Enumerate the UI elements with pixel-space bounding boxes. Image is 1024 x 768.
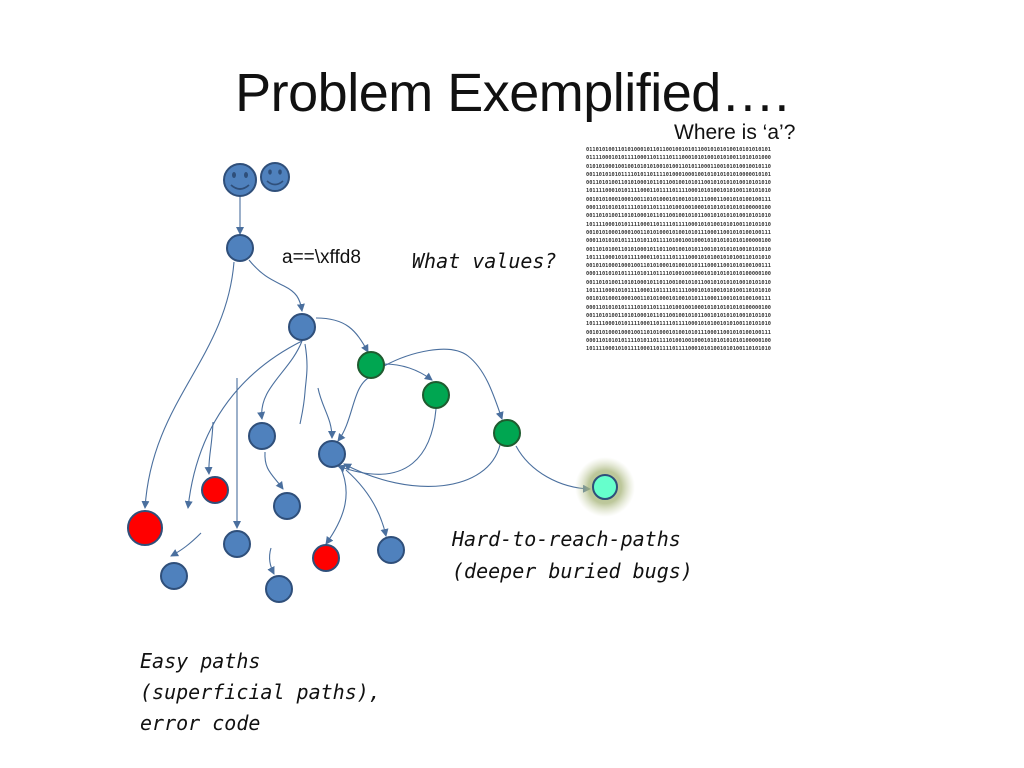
node-blue	[160, 562, 188, 590]
edge	[299, 343, 308, 425]
hard-paths-note: Hard-to-reach-paths (deeper buried bugs)	[452, 523, 693, 587]
condition-label: a==\xffd8	[282, 247, 361, 268]
edge	[257, 340, 303, 420]
node-red	[127, 510, 163, 546]
edge	[337, 408, 437, 475]
easy-paths-note: Easy paths (superficial paths), error co…	[140, 646, 381, 739]
edge	[264, 451, 284, 490]
smiley-face-icon	[223, 163, 257, 197]
node-green	[357, 351, 385, 379]
where-is-a-label: Where is ‘a’?	[674, 121, 796, 144]
node-blue	[377, 536, 405, 564]
edge	[184, 340, 303, 509]
easy-paths-line: error code	[140, 711, 261, 735]
node-blue	[223, 530, 251, 558]
node-green	[493, 419, 521, 447]
edges	[141, 197, 591, 575]
smiley-faces	[223, 162, 290, 197]
edge	[248, 259, 305, 312]
edge	[345, 469, 389, 537]
node-green	[422, 381, 450, 409]
edge	[141, 261, 235, 509]
hard-paths-line: (deeper buried bugs)	[452, 559, 693, 583]
slide-title: Problem Exemplified….	[235, 63, 789, 123]
node-blue	[248, 422, 276, 450]
node-blue	[265, 575, 293, 603]
nodes	[127, 234, 618, 603]
edge	[337, 376, 371, 442]
node-red	[312, 544, 340, 572]
edge	[204, 421, 214, 475]
what-values-label: What values?	[412, 249, 557, 273]
easy-paths-line: (superficial paths),	[140, 680, 381, 704]
edge	[325, 465, 347, 545]
edge	[315, 317, 369, 353]
edge	[170, 532, 202, 557]
node-blue	[288, 313, 316, 341]
easy-paths-line: Easy paths	[140, 649, 261, 673]
edge	[343, 444, 501, 487]
binary-data-block: 0110101001101010001011011001001010110010…	[586, 147, 771, 353]
edge	[383, 363, 433, 381]
smiley-face-icon	[260, 162, 290, 192]
hard-paths-line: Hard-to-reach-paths	[452, 527, 681, 551]
edge	[317, 387, 336, 439]
node-red	[201, 476, 229, 504]
node-blue	[273, 492, 301, 520]
edge	[267, 547, 275, 575]
node-target	[592, 474, 618, 500]
edge	[383, 348, 504, 420]
node-blue	[226, 234, 254, 262]
node-blue	[318, 440, 346, 468]
